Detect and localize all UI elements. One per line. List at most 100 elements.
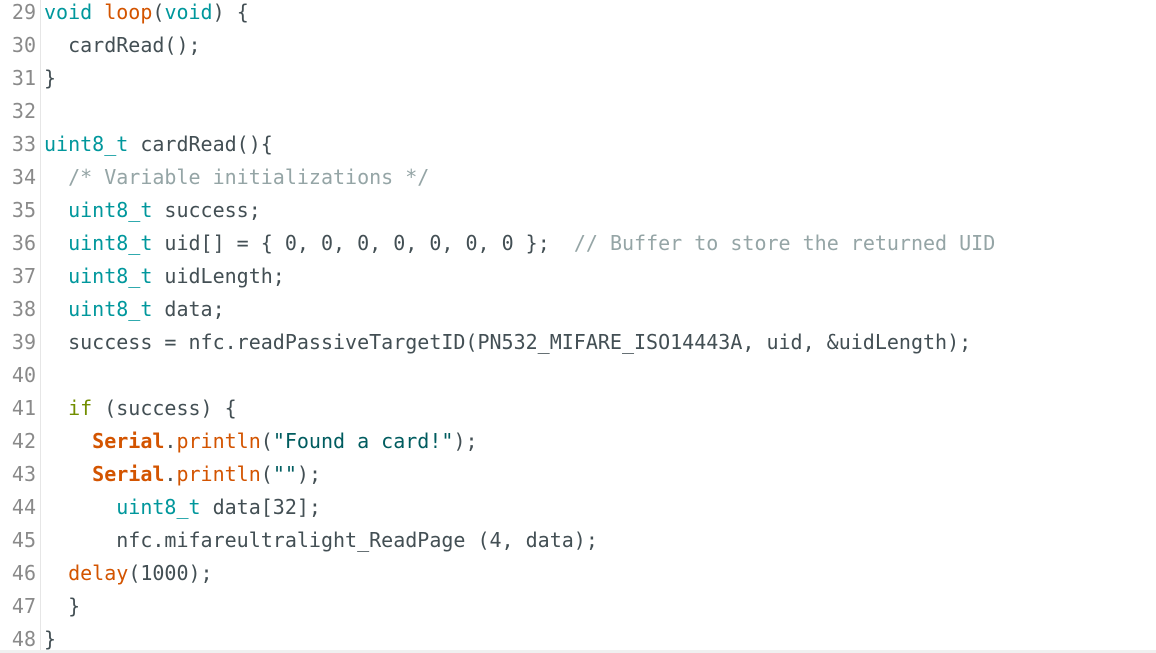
code-token: void — [44, 0, 93, 24]
line-number: 47 — [11, 594, 36, 618]
code-text[interactable]: nfc.mifareultralight_ReadPage (4, data); — [44, 524, 598, 557]
code-text[interactable]: success = nfc.readPassiveTargetID(PN532_… — [44, 326, 971, 359]
code-token: delay — [68, 561, 129, 585]
line-number: 35 — [11, 198, 36, 222]
code-token — [44, 429, 92, 453]
line-number: 42 — [11, 429, 36, 453]
code-token: ( — [260, 462, 273, 486]
code-line[interactable]: 42 Serial.println("Found a card!"); — [0, 425, 1156, 458]
code-line[interactable]: 30 cardRead(); — [0, 29, 1156, 62]
code-text[interactable]: uint8_t data[32]; — [44, 491, 321, 524]
code-line[interactable]: 44 uint8_t data[32]; — [0, 491, 1156, 524]
code-line[interactable]: 40 — [0, 359, 1156, 392]
code-token: ); — [453, 429, 478, 453]
code-token — [44, 297, 68, 321]
code-text[interactable]: cardRead(); — [44, 29, 201, 62]
code-token: println — [176, 429, 261, 453]
code-token: Serial — [92, 429, 165, 453]
code-text[interactable]: delay(1000); — [44, 557, 213, 590]
code-token: success = nfc.readPassiveTargetID(PN532_… — [44, 330, 972, 354]
line-number: 33 — [11, 132, 36, 156]
code-token — [44, 198, 68, 222]
code-token: . — [164, 462, 177, 486]
code-text[interactable]: uint8_t uidLength; — [44, 260, 285, 293]
code-line[interactable]: 33 uint8_t cardRead(){ — [0, 128, 1156, 161]
code-line[interactable]: 36 uint8_t uid[] = { 0, 0, 0, 0, 0, 0, 0… — [0, 227, 1156, 260]
code-token: uidLength; — [152, 264, 285, 288]
code-text[interactable]: /* Variable initializations */ — [44, 161, 429, 194]
line-number: 40 — [11, 363, 36, 387]
line-number: 46 — [11, 561, 36, 585]
code-token — [44, 561, 68, 585]
code-token: // Buffer to store the returned UID — [573, 231, 996, 255]
code-text[interactable]: if (success) { — [44, 392, 237, 425]
code-text[interactable]: } — [44, 590, 80, 623]
code-text[interactable]: uint8_t success; — [44, 194, 261, 227]
code-text[interactable]: Serial.println(""); — [44, 458, 321, 491]
line-number: 48 — [11, 627, 36, 651]
line-number-gutter — [0, 0, 40, 653]
line-number: 29 — [11, 0, 36, 24]
code-line[interactable]: 31} — [0, 62, 1156, 95]
line-number: 41 — [11, 396, 36, 420]
code-text[interactable]: } — [44, 623, 56, 653]
code-line[interactable]: 43 Serial.println(""); — [0, 458, 1156, 491]
code-token: uint8_t — [68, 231, 153, 255]
code-token: success; — [152, 198, 261, 222]
code-token: cardRead(); — [44, 33, 201, 57]
horizontal-scrollbar[interactable] — [0, 650, 1156, 653]
code-line[interactable]: 48} — [0, 623, 1156, 653]
code-token — [44, 396, 68, 420]
line-number: 31 — [11, 66, 36, 90]
code-token: uint8_t — [44, 132, 129, 156]
code-text[interactable]: void loop(void) { — [44, 0, 249, 29]
code-line[interactable]: 35 uint8_t success; — [0, 194, 1156, 227]
line-number: 34 — [11, 165, 36, 189]
code-line[interactable]: 45 nfc.mifareultralight_ReadPage (4, dat… — [0, 524, 1156, 557]
line-number: 44 — [11, 495, 36, 519]
code-token: void — [164, 0, 213, 24]
code-token: uid[] = { 0, 0, 0, 0, 0, 0, 0 }; — [152, 231, 574, 255]
code-line[interactable]: 41 if (success) { — [0, 392, 1156, 425]
code-line[interactable]: 38 uint8_t data; — [0, 293, 1156, 326]
gutter-divider — [40, 0, 41, 653]
code-text[interactable]: uint8_t uid[] = { 0, 0, 0, 0, 0, 0, 0 };… — [44, 227, 995, 260]
code-token — [44, 495, 116, 519]
code-token — [44, 231, 68, 255]
code-text[interactable]: Serial.println("Found a card!"); — [44, 425, 478, 458]
code-token — [44, 165, 68, 189]
code-token: ( — [152, 0, 165, 24]
code-token: ( — [260, 429, 273, 453]
code-line[interactable]: 32 — [0, 95, 1156, 128]
code-token: uint8_t — [116, 495, 201, 519]
code-token: } — [44, 66, 57, 90]
code-token — [92, 0, 104, 24]
code-token: (success) { — [92, 396, 237, 420]
code-token — [44, 462, 92, 486]
line-number: 36 — [11, 231, 36, 255]
code-token: data[32]; — [200, 495, 321, 519]
code-text[interactable]: uint8_t data; — [44, 293, 225, 326]
code-token: . — [164, 429, 177, 453]
code-token: /* Variable initializations */ — [68, 165, 430, 189]
code-token: Serial — [92, 462, 165, 486]
code-token: if — [68, 396, 93, 420]
code-token: nfc.mifareultralight_ReadPage (4, data); — [44, 528, 598, 552]
code-token: ) { — [212, 0, 249, 24]
code-line[interactable]: 39 success = nfc.readPassiveTargetID(PN5… — [0, 326, 1156, 359]
code-token: "Found a card!" — [272, 429, 454, 453]
code-line[interactable]: 34 /* Variable initializations */ — [0, 161, 1156, 194]
line-number: 38 — [11, 297, 36, 321]
code-line[interactable]: 47 } — [0, 590, 1156, 623]
code-text[interactable]: uint8_t cardRead(){ — [44, 128, 273, 161]
line-number: 30 — [11, 33, 36, 57]
code-line[interactable]: 37 uint8_t uidLength; — [0, 260, 1156, 293]
code-token: loop — [104, 0, 153, 24]
line-number: 45 — [11, 528, 36, 552]
code-text[interactable]: } — [44, 62, 56, 95]
code-line[interactable]: 46 delay(1000); — [0, 557, 1156, 590]
line-number: 39 — [11, 330, 36, 354]
line-number: 37 — [11, 264, 36, 288]
